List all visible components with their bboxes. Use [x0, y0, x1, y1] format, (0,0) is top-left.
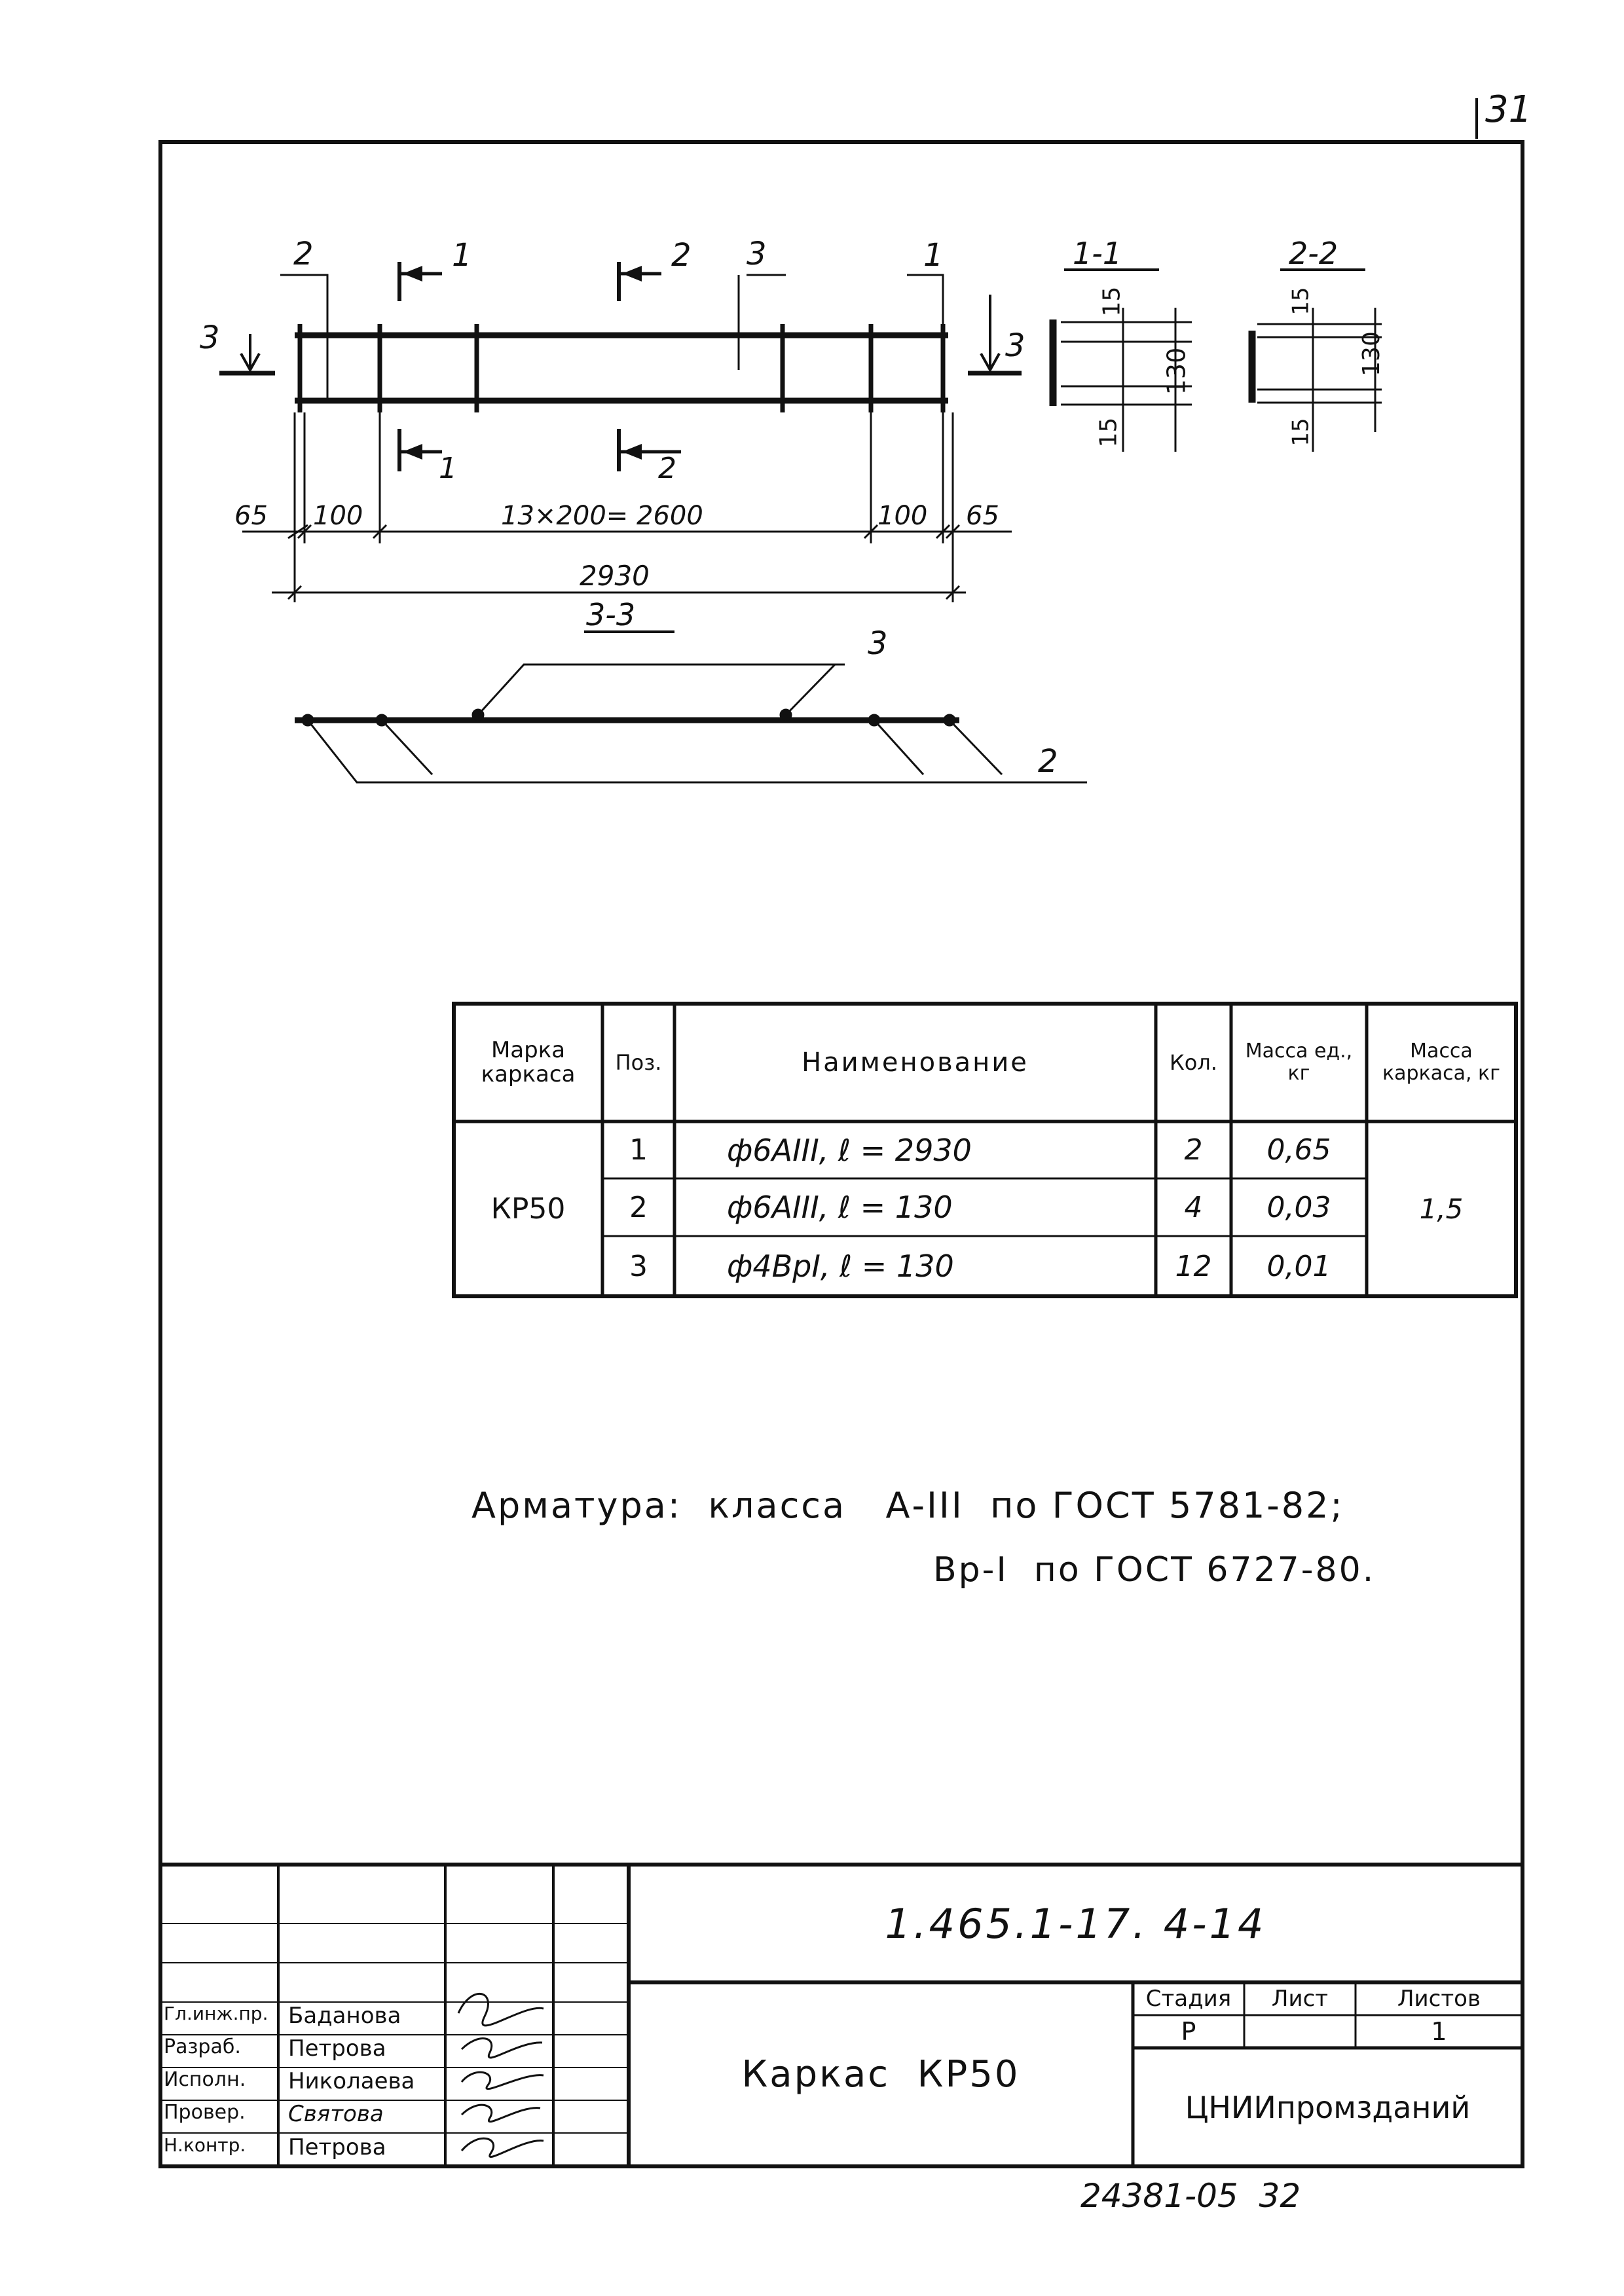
section-2-2-label: 2-2 [1289, 236, 1338, 271]
elevation-dimensions [242, 412, 1012, 602]
sheet-label: Лист [1271, 1986, 1329, 2012]
table-row-2-name: ф6АIII, ℓ = 130 [727, 1190, 953, 1225]
table-row-3-name: ф4ВрI, ℓ = 130 [727, 1248, 954, 1284]
table-mark-value: КР50 [490, 1192, 566, 1226]
doc-code: 1.465.1-17. 4-14 [885, 1899, 1266, 1948]
signer-4-role: Провер. [164, 2101, 246, 2124]
dim-130-s11: 130 [1162, 347, 1191, 395]
table-row-2-qty: 4 [1184, 1190, 1203, 1224]
signer-3-role: Исполн. [164, 2068, 246, 2091]
table-row-2-mass: 0,03 [1266, 1190, 1331, 1224]
section-1-1-label: 1-1 [1073, 236, 1122, 271]
dim-130-s22: 130 [1357, 331, 1385, 376]
signer-5-role: Н.контр. [164, 2134, 246, 2156]
signer-2-role: Разраб. [164, 2035, 241, 2058]
organization: ЦНИИпромзданий [1185, 2089, 1471, 2125]
table-row-2-pos: 2 [629, 1190, 648, 1224]
table-header-mark: Марка каркаса [481, 1036, 576, 1087]
callout-1-bottom: 1 [439, 452, 457, 485]
signer-3-name: Николаева [288, 2068, 415, 2094]
table-header-mass-unit: Масса ед., кг [1245, 1039, 1353, 1085]
table-row-1-mass: 0,65 [1266, 1133, 1331, 1167]
table-header-pos: Поз. [615, 1050, 662, 1075]
archive-number: 24381-05 32 [1080, 2177, 1301, 2215]
dim-65-right: 65 [966, 501, 999, 531]
callout-2-plan: 2 [1038, 743, 1058, 780]
dim-15-top-s11: 15 [1098, 286, 1126, 317]
section-2-2 [1248, 268, 1382, 452]
signer-1-name: Баданова [288, 2003, 401, 2029]
cage-elevation [219, 262, 1022, 471]
table-row-3-pos: 3 [629, 1249, 648, 1283]
plan-3-3 [295, 630, 1087, 784]
stage-label: Стадия [1145, 1986, 1232, 2012]
section-1-1 [1049, 268, 1192, 452]
table-header-mass-total: Масса каркаса, кг [1382, 1039, 1500, 1085]
sheet-frame [158, 140, 1524, 2168]
signer-2-name: Петрова [288, 2035, 386, 2062]
signer-1-role: Гл.инж.пр. [164, 2003, 268, 2024]
table-row-3-mass: 0,01 [1266, 1249, 1331, 1283]
drawing-title: Каркас КР50 [741, 2053, 1020, 2096]
table-row-3-qty: 12 [1175, 1249, 1212, 1283]
dim-100-left: 100 [313, 501, 363, 531]
sheets-label: Листов [1397, 1986, 1481, 2012]
callout-3-mid: 3 [747, 236, 767, 272]
signer-5-name: Петрова [288, 2134, 386, 2160]
table-row-1-pos: 1 [629, 1133, 648, 1167]
dim-15-bottom-s11: 15 [1095, 417, 1122, 448]
callout-2-bottom: 2 [658, 452, 676, 485]
title-block-grid [160, 1863, 1522, 2166]
dim-span: 13×200= 2600 [501, 501, 703, 531]
sheets-value: 1 [1431, 2017, 1447, 2046]
page-number: 31 [1485, 88, 1532, 131]
sheet-value [1244, 2015, 1356, 2048]
callout-3-plan: 3 [868, 625, 888, 662]
note-line-2: Вр-I по ГОСТ 6727-80. [933, 1550, 1376, 1590]
table-header-name: Наименование [802, 1048, 1029, 1078]
callout-3-right-cut: 3 [1005, 327, 1025, 364]
callout-1-sec: 1 [452, 237, 472, 274]
note-line-1: Арматура: класса А-III по ГОСТ 5781-82; [471, 1485, 1344, 1526]
callout-3-left-cut: 3 [200, 319, 220, 356]
dim-15-top-s22: 15 [1287, 287, 1314, 316]
dim-100-right: 100 [877, 501, 928, 531]
dim-65-left: 65 [234, 501, 268, 531]
signer-4-name: Святова [288, 2101, 384, 2127]
dim-15-bottom-s22: 15 [1287, 418, 1314, 446]
callout-2-top-left: 2 [293, 236, 314, 272]
table-header-qty: Кол. [1170, 1050, 1217, 1075]
stage-value: Р [1181, 2017, 1196, 2046]
table-row-1-qty: 2 [1184, 1133, 1203, 1167]
callout-1-right: 1 [923, 237, 944, 274]
spec-table-grid [452, 1002, 1518, 1298]
dim-total: 2930 [580, 560, 650, 592]
table-mass-total-value: 1,5 [1419, 1193, 1464, 1225]
callout-2-sec: 2 [671, 237, 692, 274]
table-row-1-name: ф6АIII, ℓ = 2930 [727, 1132, 972, 1168]
section-3-3-label: 3-3 [586, 597, 636, 632]
